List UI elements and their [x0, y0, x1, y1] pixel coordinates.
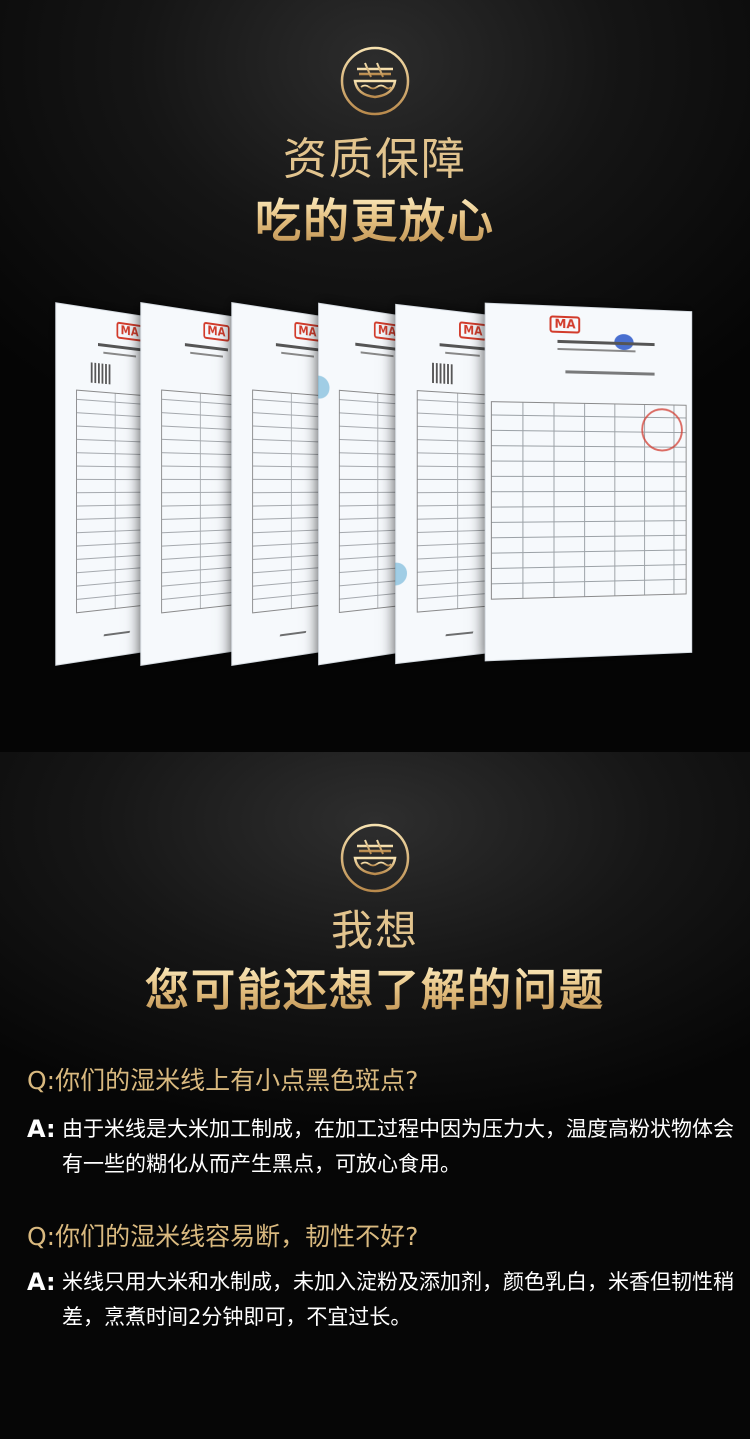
- faq-answer-mark: A:: [27, 1268, 56, 1296]
- ma-mark: MA: [294, 321, 321, 342]
- qualification-section: 资质保障 吃的更放心 MA MA MA MA MA: [0, 0, 750, 752]
- faq-section: 我想 您可能还想了解的问题 Q:你们的湿米线上有小点黑色斑点? A: 由于米线是…: [0, 752, 750, 1439]
- qualification-title: 资质保障: [283, 134, 467, 185]
- noodle-bowl-icon: [339, 45, 411, 117]
- ma-mark: MA: [458, 321, 487, 341]
- faq-title: 我想: [330, 906, 419, 955]
- ma-mark: MA: [549, 315, 581, 334]
- certificate-image: MA: [140, 302, 240, 666]
- noodle-bowl-icon: [339, 822, 411, 894]
- stamp-icon: [641, 407, 683, 452]
- certificate-image-front: MA: [484, 302, 693, 662]
- faq-answer-mark: A:: [27, 1115, 56, 1143]
- ma-mark: MA: [116, 321, 143, 342]
- ma-mark: MA: [203, 321, 230, 342]
- faq-question: Q:你们的湿米线容易断，韧性不好?: [27, 1222, 419, 1251]
- faq-answer: 米线只用大米和水制成，未加入淀粉及添加剂，颜色乳白，米香但韧性稍差，烹煮时间2分…: [62, 1270, 734, 1329]
- faq-answer: 由于米线是大米加工制成，在加工过程中因为压力大，温度高粉状物体会有一些的糊化从而…: [62, 1117, 734, 1176]
- faq-subtitle: 您可能还想了解的问题: [0, 962, 750, 1020]
- qualification-subtitle: 吃的更放心: [0, 192, 750, 250]
- certificate-image: MA: [55, 302, 153, 666]
- certificate-image: MA: [395, 303, 498, 665]
- certificate-image: MA: [231, 302, 331, 666]
- faq-question: Q:你们的湿米线上有小点黑色斑点?: [27, 1066, 419, 1095]
